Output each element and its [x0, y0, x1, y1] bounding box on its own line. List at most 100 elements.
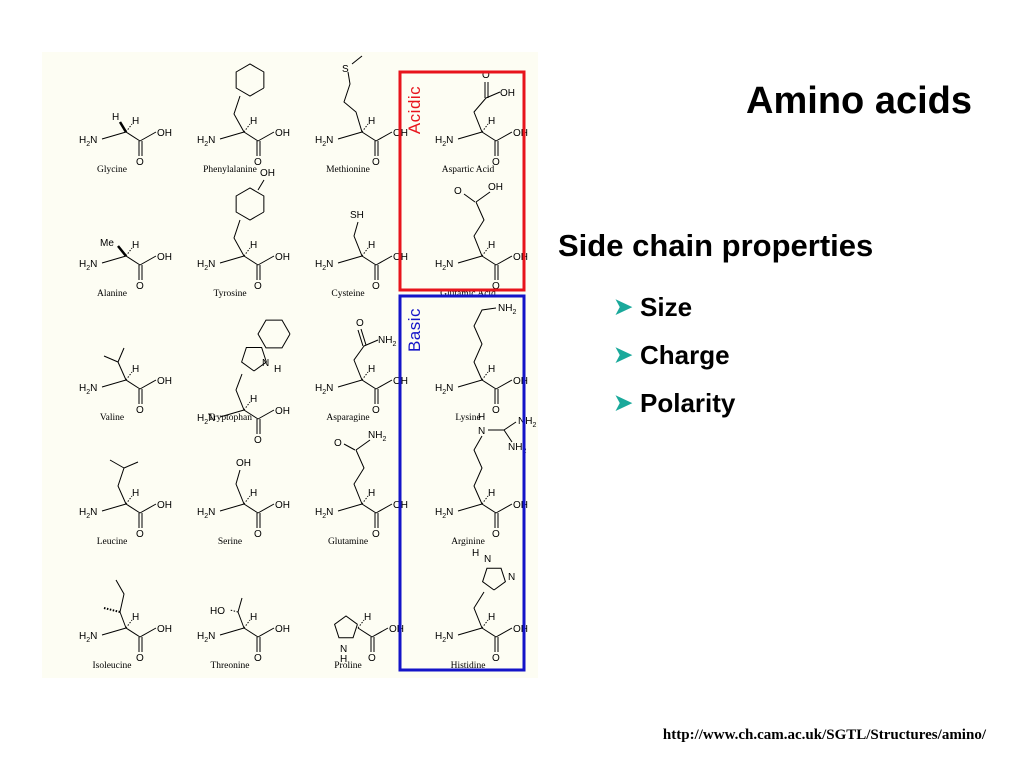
bond: [237, 597, 243, 613]
bond: [103, 355, 119, 363]
atom-label: O: [254, 435, 262, 446]
amine-label: H2N: [79, 631, 97, 644]
bond: [119, 611, 127, 629]
amino-acid-name: Aspartic Acid: [442, 165, 495, 175]
bond: [125, 379, 141, 390]
bond: [357, 627, 373, 638]
bond: [257, 319, 291, 349]
atom-label: N: [478, 426, 485, 437]
amino-acid-name: Tryptophan: [208, 413, 252, 423]
bond: [219, 627, 245, 636]
amino-acid-name: Phenylalanine: [203, 165, 257, 175]
atom-label: O: [136, 653, 144, 664]
amine-label: H2N: [435, 631, 453, 644]
atom-label: N: [340, 644, 347, 655]
amine-label: H2N: [79, 507, 97, 520]
amino-acid-name: Glycine: [97, 165, 127, 175]
amino-acid-name: Histidine: [451, 661, 486, 671]
amine-label: H2N: [315, 259, 333, 272]
amino-acid-name: Threonine: [210, 661, 249, 671]
atom-label: O: [136, 281, 144, 292]
bond: [109, 459, 125, 469]
atom-label: H: [488, 240, 495, 251]
atom-label: H: [340, 654, 347, 665]
amino-acid-name: Isoleucine: [92, 661, 131, 671]
atom-label: N: [508, 572, 515, 583]
atom-label: S: [342, 64, 349, 75]
bond: [123, 461, 139, 469]
atom-label: OH: [275, 252, 290, 263]
bond: [243, 131, 259, 142]
atom-label: H: [478, 412, 485, 423]
amide-label: NH2: [368, 430, 386, 443]
atom-label: H: [368, 488, 375, 499]
atom-label: H: [250, 394, 257, 405]
atom-label: H: [250, 488, 257, 499]
bond: [257, 503, 275, 514]
bond: [361, 503, 377, 514]
atom-label: H: [488, 364, 495, 375]
bond: [360, 328, 367, 346]
bond: [139, 255, 157, 266]
atom-label: H: [132, 240, 139, 251]
bond: [243, 503, 259, 514]
bond: [243, 255, 259, 266]
bond: [375, 379, 393, 390]
atom-label: OH: [157, 252, 172, 263]
atom-label: H: [132, 612, 139, 623]
amino-acid-name: Arginine: [451, 537, 485, 547]
amine-label: H2N: [79, 259, 97, 272]
amine-label: H2N: [197, 507, 215, 520]
amine-label: H2N: [79, 135, 97, 148]
bond: [118, 121, 128, 133]
bullet-text: Size: [640, 291, 693, 322]
bond: [241, 346, 267, 372]
atom-label: OH: [275, 624, 290, 635]
bond: [219, 503, 245, 512]
atom-label: H: [132, 116, 139, 127]
atom-label: OH: [500, 88, 515, 99]
atom-label: N: [484, 554, 491, 565]
bullet-size: ➤Size: [614, 283, 735, 331]
atom-label: H: [274, 364, 281, 375]
atom-label: O: [334, 438, 342, 449]
bond: [101, 131, 127, 140]
atom-label: H: [132, 364, 139, 375]
bond: [473, 97, 487, 133]
bond: [235, 63, 265, 97]
basic-group-label: Basic: [405, 308, 424, 352]
atom-label: O: [492, 405, 500, 416]
bond: [495, 255, 513, 266]
amine-label: H2N: [315, 507, 333, 520]
atom-label: O: [372, 281, 380, 292]
bond: [357, 329, 364, 347]
atom-label: OH: [236, 458, 251, 469]
atom-label: OH: [513, 252, 528, 263]
acidic-group-box: [398, 70, 526, 292]
atom-label: O: [254, 529, 262, 540]
atom-label: O: [368, 653, 376, 664]
amine-label: H2N: [435, 135, 453, 148]
bond: [371, 627, 389, 638]
bond: [243, 409, 259, 420]
atom-label: H: [368, 116, 375, 127]
atom-label: H: [488, 116, 495, 127]
atom-label: OH: [275, 406, 290, 417]
bond: [503, 421, 517, 431]
bond: [495, 379, 513, 390]
bond: [457, 131, 483, 140]
bond: [481, 379, 497, 390]
amino-acid-diagram: H2NOHOHHGlycineH2NOHOHPhenylalanineH2NOH…: [79, 55, 536, 672]
bond: [117, 245, 127, 257]
bond: [353, 345, 365, 381]
bond: [473, 591, 485, 629]
